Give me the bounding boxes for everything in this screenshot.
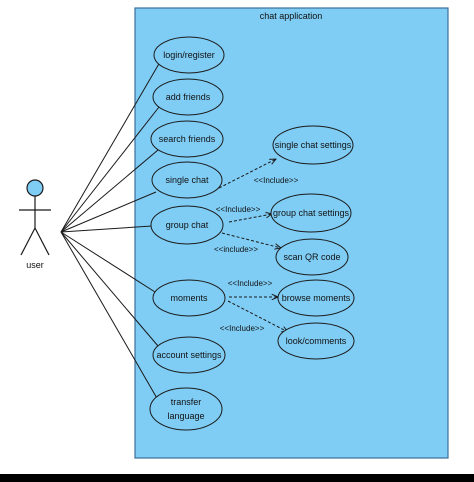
- include-single-chat-settings: [218, 159, 276, 189]
- label-include-browse: <<Include>>: [228, 279, 273, 288]
- include-relations: [218, 159, 288, 332]
- label-include-group: <<Include>>: [216, 205, 261, 214]
- include-look-comments: [227, 300, 288, 332]
- label-include-look: <<Include>>: [220, 324, 265, 333]
- use-case-group-chat: group chat: [150, 205, 224, 245]
- include-group-chat-settings: [228, 214, 272, 223]
- use-case-single-chat: single chat: [151, 161, 223, 199]
- label-include-single: <<Include>>: [254, 176, 299, 185]
- system-title: chat application: [260, 11, 323, 21]
- assoc-transfer-language: [60, 231, 159, 401]
- assoc-group-chat: [60, 225, 153, 233]
- use-case-label: add friends: [166, 92, 211, 102]
- assoc-search-friends: [60, 149, 159, 233]
- use-case-label: look/comments: [286, 336, 347, 346]
- use-case-browse-moments: browse moments: [277, 279, 355, 317]
- assoc-account-settings: [60, 231, 159, 347]
- label-include-qr: <<include>>: [214, 245, 258, 254]
- use-case-label: login/register: [163, 50, 215, 60]
- actor-label: user: [26, 260, 44, 270]
- use-case-label-line-2: language: [167, 411, 204, 421]
- actor-head: [26, 179, 44, 197]
- use-case-group-chat-settings: group chat settings: [270, 193, 352, 233]
- assoc-moments: [60, 231, 156, 293]
- use-case-label: scan QR code: [283, 252, 340, 262]
- association-lines: [60, 61, 161, 401]
- use-case-scan-qr-code: scan QR code: [275, 238, 349, 276]
- use-case-transfer-language: transfer language: [149, 387, 223, 431]
- use-case-add-friends: add friends: [152, 78, 224, 116]
- bottom-edge-bar: [0, 474, 474, 482]
- actor-right-leg: [34, 227, 50, 256]
- assoc-add-friends: [60, 106, 160, 233]
- use-case-login-register: login/register: [153, 36, 225, 74]
- assoc-single-chat: [60, 191, 157, 233]
- use-case-label: group chat: [166, 220, 209, 230]
- actor-left-leg: [20, 227, 36, 256]
- use-case-moments: moments: [152, 279, 226, 317]
- use-case-single-chat-settings: single chat settings: [272, 125, 354, 165]
- use-case-label: search friends: [159, 134, 216, 144]
- use-case-label: account settings: [156, 350, 222, 360]
- include-scan-qr: [221, 232, 281, 248]
- use-case-label: browse moments: [282, 293, 351, 303]
- use-case-label: single chat: [165, 175, 209, 185]
- use-case-label: moments: [170, 293, 208, 303]
- use-case-look-comments: look/comments: [277, 322, 355, 360]
- use-case-account-settings: account settings: [152, 336, 226, 374]
- use-case-search-friends: search friends: [150, 120, 224, 158]
- assoc-login: [60, 61, 161, 233]
- use-case-label: single chat settings: [275, 140, 352, 150]
- use-case-label-line-1: transfer: [171, 397, 202, 407]
- use-case-label: group chat settings: [273, 208, 350, 218]
- actor-user: user: [19, 179, 51, 270]
